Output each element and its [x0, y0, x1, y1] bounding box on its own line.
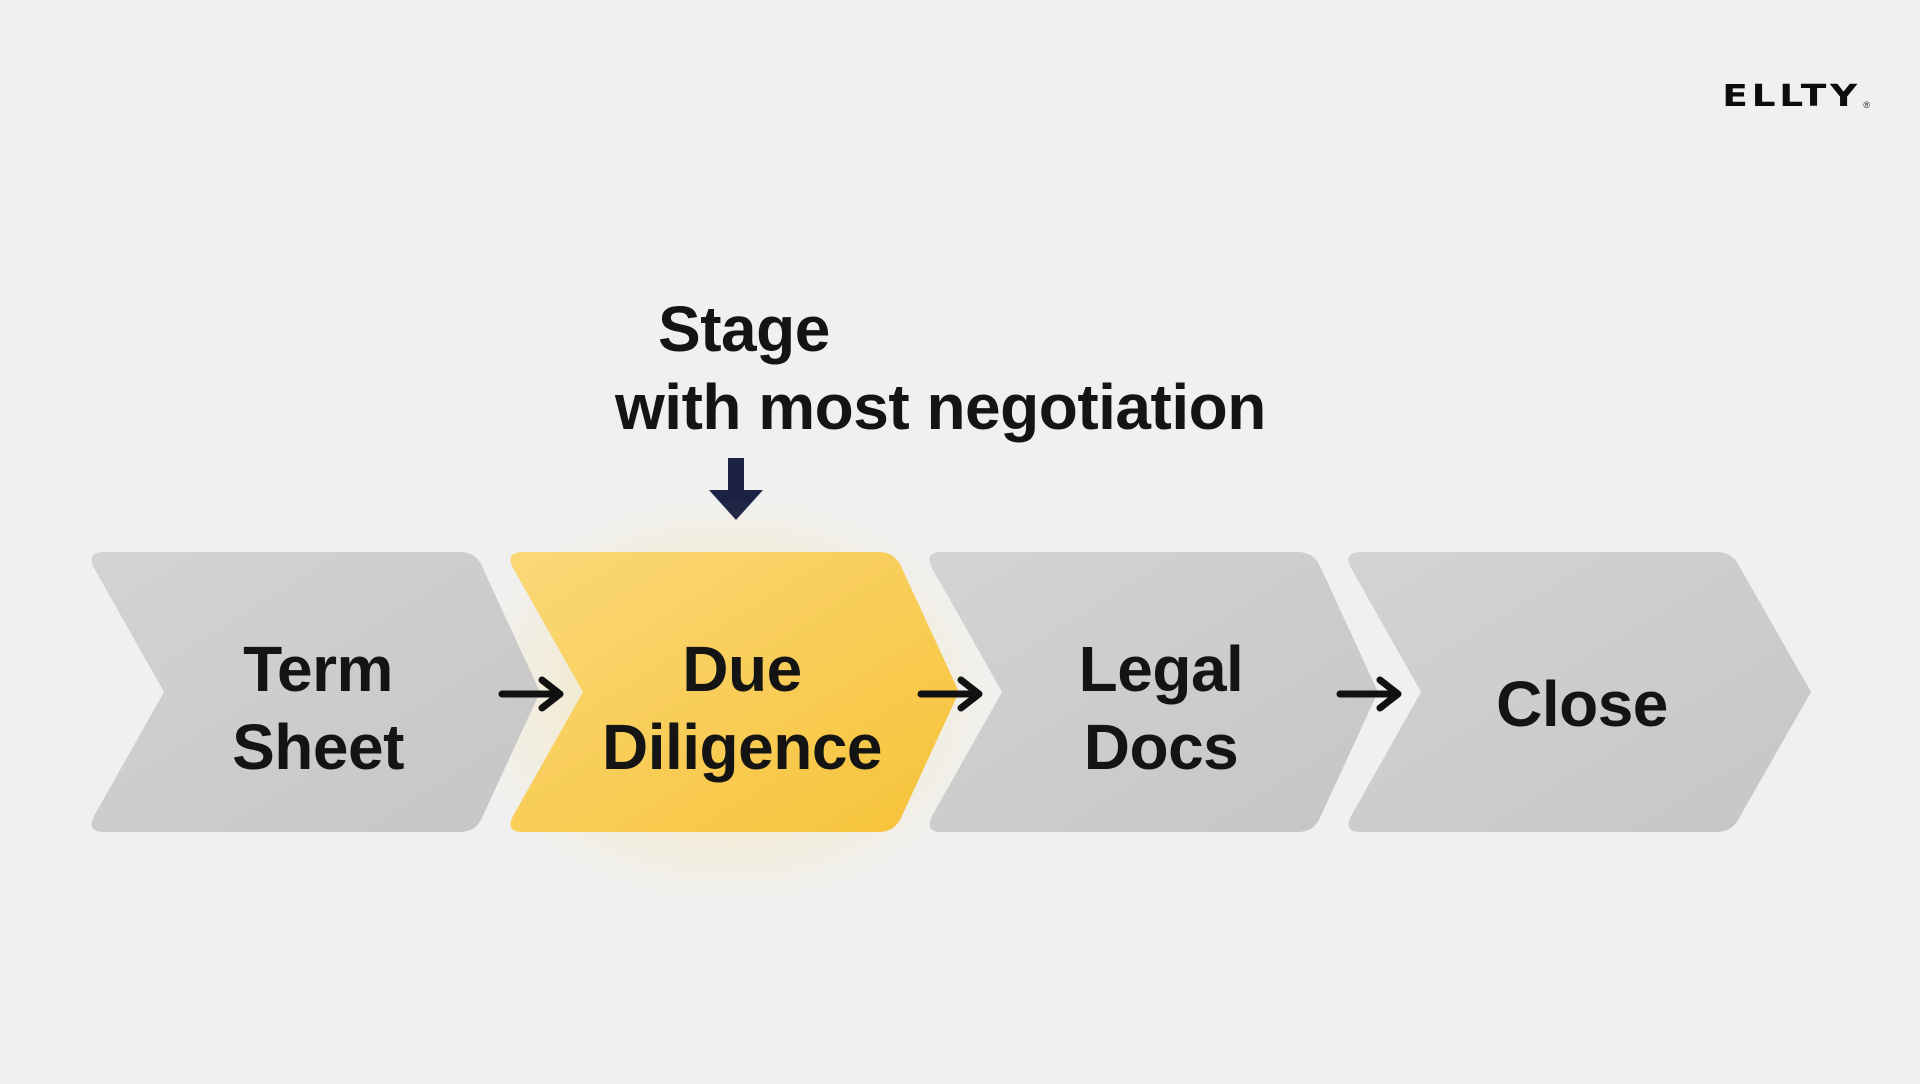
- stage-chevron-close: [1348, 552, 1811, 832]
- stage-label-term-sheet: Term Sheet: [138, 630, 498, 786]
- callout-line-1: Stage: [658, 293, 830, 365]
- right-arrow-icon: [917, 676, 983, 712]
- stage-label-legal-docs: Legal Docs: [981, 630, 1341, 786]
- right-arrow-icon: [498, 676, 564, 712]
- stage-label-due-diligence: Due Diligence: [562, 630, 922, 786]
- logo-text: ELLTY: [1722, 78, 1862, 114]
- stage-label-line-1: Legal: [1078, 633, 1244, 705]
- registered-mark: ®: [1863, 100, 1870, 110]
- stage-label-line-1: Close: [1496, 668, 1668, 740]
- stage-chevron-term-sheet: [91, 552, 541, 832]
- callout-line-2: with most negotiation: [615, 371, 1266, 443]
- stage-chevron-due-diligence[interactable]: [510, 552, 959, 832]
- stage-label-line-2: Docs: [1083, 711, 1239, 783]
- brand-logo: ELLTY ®: [1723, 76, 1870, 116]
- stage-chevron-legal-docs: [929, 552, 1378, 832]
- down-arrow-icon: [709, 458, 763, 520]
- callout-label: Stage with most negotiation: [615, 290, 1266, 446]
- stage-label-line-1: Due: [682, 633, 802, 705]
- right-arrow-icon: [1336, 676, 1402, 712]
- stage-label-close: Close: [1402, 665, 1762, 743]
- stage-label-line-1: Term: [243, 633, 393, 705]
- stage-label-line-2: Sheet: [232, 711, 404, 783]
- stage-label-line-2: Diligence: [601, 711, 883, 783]
